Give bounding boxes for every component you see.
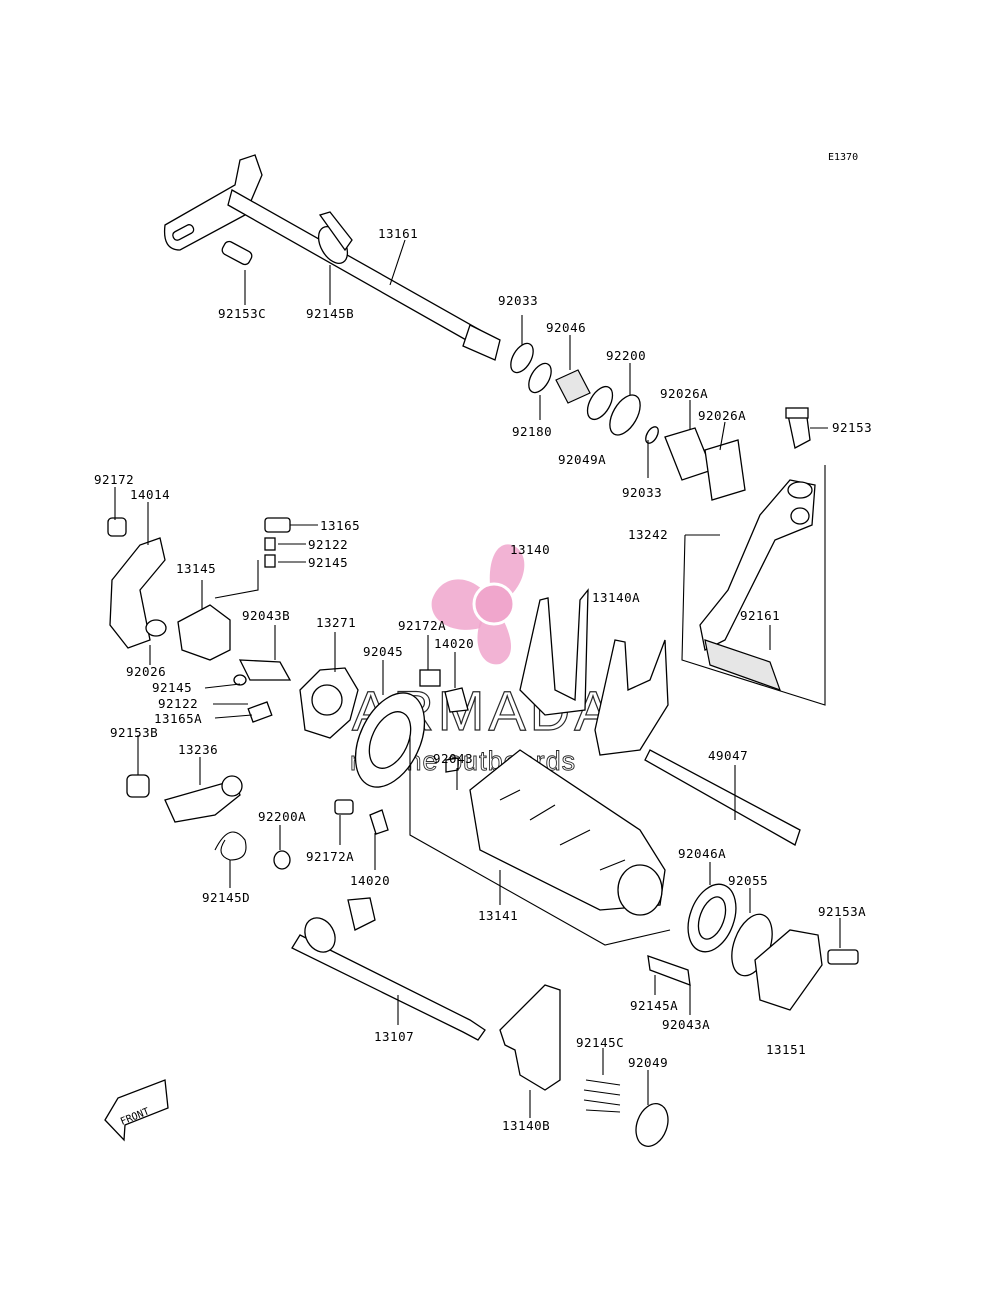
front-arrow-icon: FRONT	[104, 1079, 169, 1142]
label-92033-lower: 92033	[622, 485, 662, 500]
label-13236: 13236	[178, 742, 218, 757]
label-49047: 49047	[708, 748, 748, 763]
label-13107: 13107	[374, 1029, 414, 1044]
label-92161: 92161	[740, 608, 780, 623]
label-13140A: 13140A	[592, 590, 640, 605]
label-13140: 13140	[510, 542, 550, 557]
label-92122-lower: 92122	[158, 696, 198, 711]
label-92049: 92049	[628, 1055, 668, 1070]
label-92145D: 92145D	[202, 890, 250, 905]
shift-shaft-13161-drawing	[163, 154, 501, 361]
shift-pedal-13242-drawing	[699, 479, 816, 691]
label-92153C: 92153C	[218, 306, 266, 321]
label-92026: 92026	[126, 664, 166, 679]
drum-star-13271-drawing	[299, 667, 469, 788]
label-92043B: 92043B	[242, 608, 290, 623]
label-13145: 13145	[176, 561, 216, 576]
label-92172: 92172	[94, 472, 134, 487]
label-92145-lower: 92145	[152, 680, 192, 695]
label-92145C: 92145C	[576, 1035, 624, 1050]
label-92145A: 92145A	[630, 998, 678, 1013]
diagram-code: E1370	[828, 152, 858, 163]
label-92153A: 92153A	[818, 904, 866, 919]
leader-lines	[114, 239, 841, 1118]
upper-bearings-drawing	[510, 342, 811, 501]
label-92153B: 92153B	[110, 725, 158, 740]
propeller-logo-icon	[431, 544, 525, 665]
label-92049A: 92049A	[558, 452, 606, 467]
label-14020-lower: 14020	[350, 873, 390, 888]
label-92180: 92180	[512, 424, 552, 439]
label-92046A: 92046A	[678, 846, 726, 861]
label-92153: 92153	[832, 420, 872, 435]
label-13165: 13165	[320, 518, 360, 533]
lower-shaft-group-drawing	[126, 774, 669, 1147]
label-92045: 92045	[363, 644, 403, 659]
label-13140B: 13140B	[502, 1118, 550, 1133]
label-92145B: 92145B	[306, 306, 354, 321]
label-92145-upper: 92145	[308, 555, 348, 570]
label-92055: 92055	[728, 873, 768, 888]
label-92026A-second: 92026A	[698, 408, 746, 423]
label-13141: 13141	[478, 908, 518, 923]
shift-forks-drawing	[519, 588, 801, 846]
label-13165A: 13165A	[154, 711, 202, 726]
left-cam-group-drawing	[107, 517, 292, 723]
right-cover-group-drawing	[647, 883, 859, 1011]
label-92200: 92200	[606, 348, 646, 363]
label-92172A-upper: 92172A	[398, 618, 446, 633]
label-13242: 13242	[628, 527, 668, 542]
label-14014: 14014	[130, 487, 170, 502]
label-13271: 13271	[316, 615, 356, 630]
label-92026A-first: 92026A	[660, 386, 708, 401]
label-13161: 13161	[378, 226, 418, 241]
label-92172A-lower: 92172A	[306, 849, 354, 864]
label-14020-upper: 14020	[434, 636, 474, 651]
label-13151: 13151	[766, 1042, 806, 1057]
label-92033-upper: 92033	[498, 293, 538, 308]
label-92043: 92043	[433, 751, 473, 766]
label-92200A: 92200A	[258, 809, 306, 824]
label-92046: 92046	[546, 320, 586, 335]
label-92122-upper: 92122	[308, 537, 348, 552]
shift-drum-13141-drawing	[445, 749, 666, 916]
label-92043A: 92043A	[662, 1017, 710, 1032]
